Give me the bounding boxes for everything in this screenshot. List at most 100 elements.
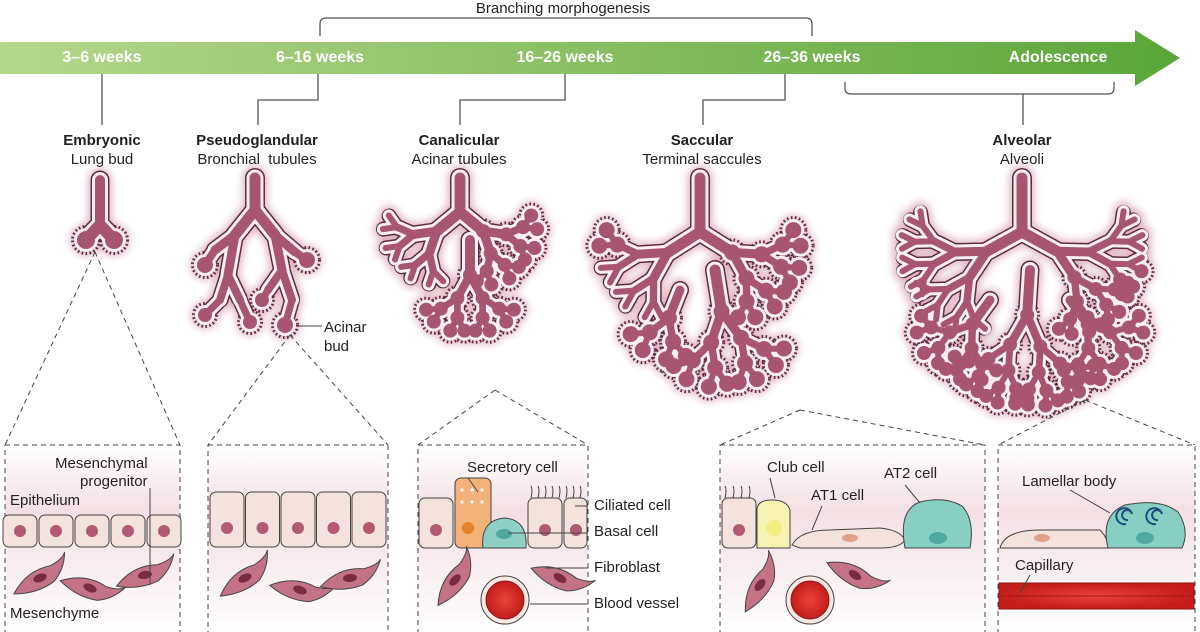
nucleus xyxy=(327,522,340,534)
secretory-granule xyxy=(480,500,484,504)
lamellar-body xyxy=(1145,507,1163,526)
tree-canalicular xyxy=(372,165,552,345)
stage-structure-saccular: Terminal saccules xyxy=(642,151,762,168)
epithelial-cell xyxy=(351,491,387,548)
club-cell-label: Club cell xyxy=(767,459,825,476)
stage-name-embryonic: Embryonic xyxy=(63,132,141,149)
ciliated-cell xyxy=(527,497,563,549)
nucleus xyxy=(363,522,375,534)
branching-bracket xyxy=(319,17,813,36)
fibroblast-cell xyxy=(744,549,776,613)
club-cell-nucleus xyxy=(766,520,782,536)
fibroblast-cell xyxy=(530,566,597,592)
timeline-label-saccular: 26–36 weeks xyxy=(763,49,861,66)
stage-structure-canalicular: Acinar tubules xyxy=(411,151,507,168)
stage-connectors xyxy=(101,74,1024,125)
fibroblast-cell xyxy=(826,561,891,590)
epithelial-cell xyxy=(280,491,316,548)
stage-structure-alveolar: Alveoli xyxy=(999,151,1045,168)
blood-vessel-label: Blood vessel xyxy=(594,595,680,612)
nucleus xyxy=(86,525,98,537)
branching-morphogenesis-label: Branching morphogenesis xyxy=(475,0,651,17)
cilia xyxy=(544,485,547,499)
stage-structure-pseudoglandular: Bronchial tubules xyxy=(197,151,317,168)
at1-cell xyxy=(999,529,1109,549)
at1-cell-label: AT1 cell xyxy=(811,487,865,504)
stage-structure-embryonic: Lung bud xyxy=(70,151,134,168)
secretory-granule xyxy=(460,500,464,504)
ciliated-cell-label: Ciliated cell xyxy=(594,497,671,514)
stage-name-saccular: Saccular xyxy=(670,132,734,149)
cilia xyxy=(572,485,575,499)
cilia xyxy=(530,485,533,499)
blood-vessel-lumen xyxy=(790,580,830,620)
nucleus xyxy=(256,522,269,534)
cilia xyxy=(537,485,540,499)
tree-pseudoglandular xyxy=(190,165,322,340)
airway-trees xyxy=(70,165,1158,420)
cilia xyxy=(579,485,582,499)
cilia xyxy=(551,485,554,499)
nucleus xyxy=(1136,532,1154,544)
nucleus xyxy=(122,525,134,537)
tree-saccular xyxy=(584,165,816,402)
zoom-lines xyxy=(4,251,1196,446)
secretory-granule xyxy=(470,500,474,504)
mesenchymal-progenitor-cell xyxy=(115,553,175,588)
nucleus xyxy=(929,532,947,544)
fibroblast-label: Fibroblast xyxy=(594,559,660,576)
nucleus xyxy=(462,522,474,534)
at2-cell xyxy=(1105,502,1186,549)
cilia xyxy=(565,485,568,499)
alveolar-bracket xyxy=(844,82,1115,95)
ciliated-cell xyxy=(563,497,588,549)
epithelial-cell xyxy=(209,491,245,548)
basal-cell-label: Basal cell xyxy=(594,523,659,540)
epithelial-cell xyxy=(245,491,280,548)
nucleus xyxy=(14,525,26,537)
timeline-label-embryonic: 3–6 weeks xyxy=(62,49,142,66)
at2-cell-label: AT2 cell xyxy=(884,465,938,482)
nucleus xyxy=(539,524,551,536)
nucleus xyxy=(430,524,442,536)
mesenchymal-progenitor-label: Mesenchymal progenitor xyxy=(55,455,148,490)
stage-name-canalicular: Canalicular xyxy=(418,132,500,149)
tree-alveolar xyxy=(891,165,1158,420)
at2-cell xyxy=(902,499,972,549)
cilia xyxy=(724,485,727,499)
fibroblast-cell xyxy=(319,559,381,590)
lamellar-body xyxy=(1115,507,1133,526)
epithelial-cell xyxy=(316,491,351,548)
epithelial-cell xyxy=(418,497,454,549)
nucleus xyxy=(1034,534,1050,542)
secretory-granule xyxy=(470,488,474,492)
fibroblast-cell xyxy=(219,549,268,597)
secretory-cell-label: Secretory cell xyxy=(467,459,558,476)
acinar-bud-label: Acinar bud xyxy=(324,319,367,355)
capillary-label: Capillary xyxy=(1015,557,1074,574)
secretory-granule xyxy=(480,488,484,492)
timeline-label-pseudoglandular: 6–16 weeks xyxy=(275,49,365,66)
timeline-label-canalicular: 16–26 weeks xyxy=(516,49,614,66)
nucleus xyxy=(221,522,233,534)
cilia xyxy=(740,485,743,499)
timeline-label-alveolar: Adolescence xyxy=(1008,49,1108,66)
mesenchyme-label: Mesenchyme xyxy=(10,605,100,622)
fibroblast-cell xyxy=(437,545,472,607)
nucleus xyxy=(496,529,512,539)
nucleus xyxy=(842,534,858,542)
fibroblast-cell xyxy=(13,551,66,595)
lamellar-body-label: Lamellar body xyxy=(1022,473,1117,490)
stage-name-pseudoglandular: Pseudoglandular xyxy=(196,132,318,149)
cilia xyxy=(558,485,561,499)
cell-details xyxy=(2,477,1195,625)
nucleus xyxy=(158,525,170,537)
cilia xyxy=(732,485,735,499)
epithelium-label: Epithelium xyxy=(10,492,81,509)
cilia xyxy=(748,485,751,499)
timeline-arrow xyxy=(0,30,1180,86)
leader-lines xyxy=(149,325,1111,605)
nucleus xyxy=(50,525,62,537)
blood-vessel-lumen xyxy=(485,580,525,620)
